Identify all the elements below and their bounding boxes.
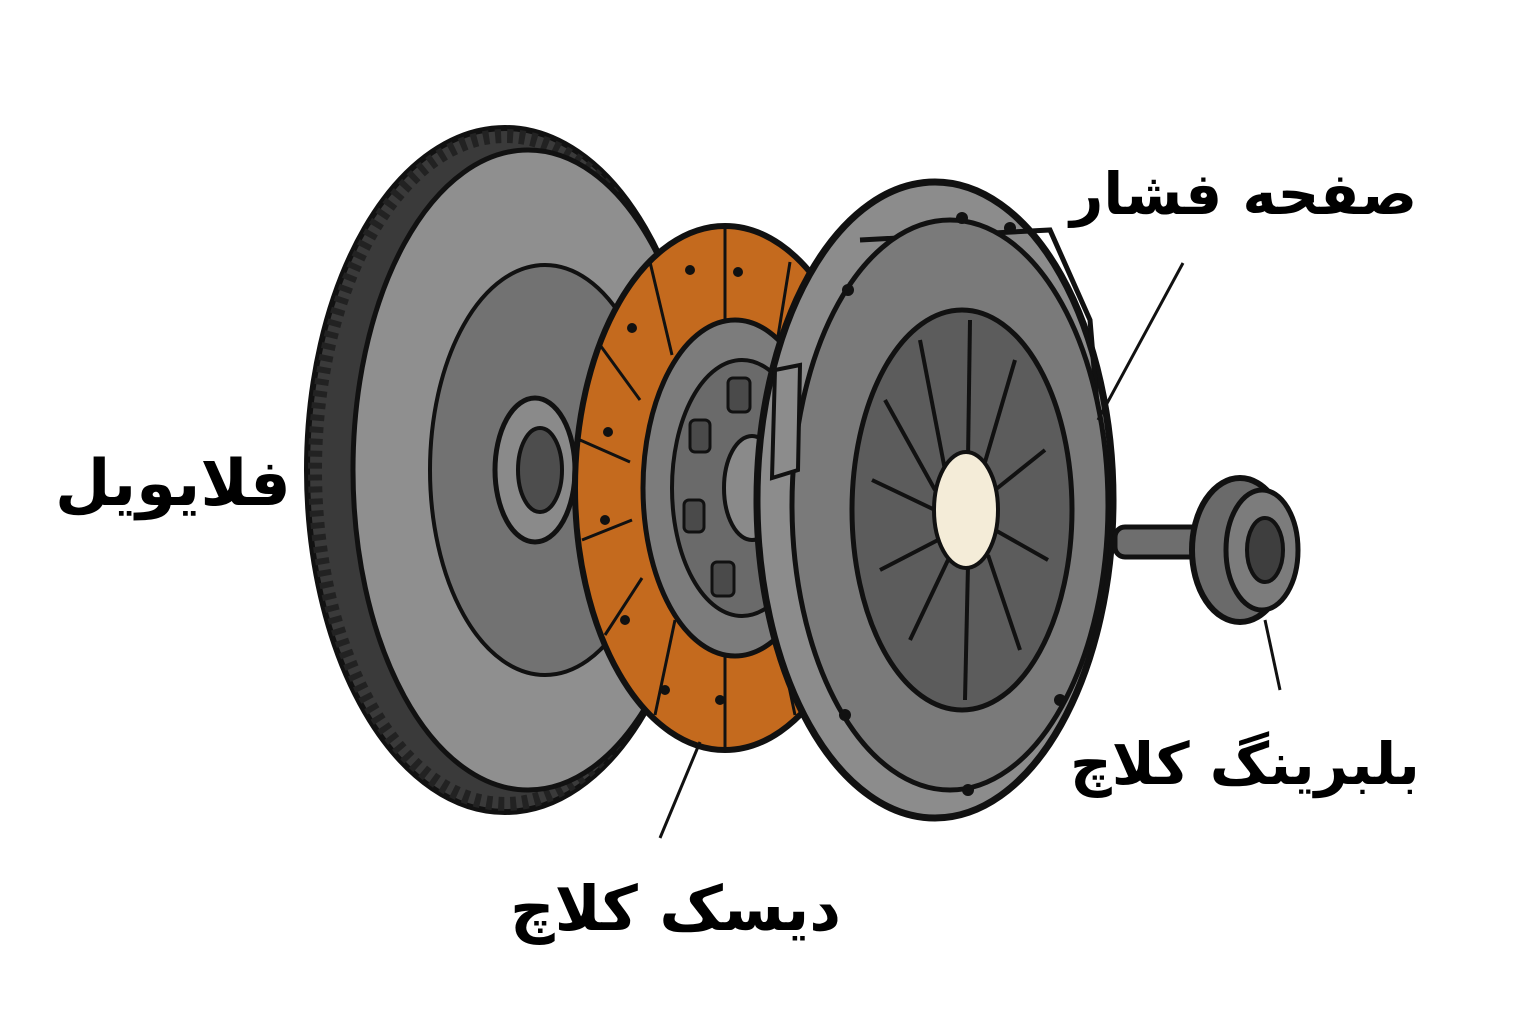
release-bearing-part [1112,475,1301,625]
clutch-disc-label: دیسک کلاچ [510,872,842,945]
pressure-plate-leader [1096,262,1185,421]
clutch-disc-leader [658,741,702,839]
flywheel-label: فلایویل [55,447,291,521]
clutch-bearing-label: بلبرینگ کلاچ [1070,730,1420,798]
pressure-plate-label: صفحه فشار [1070,160,1418,228]
pressure-plate-part [753,178,1117,822]
clutch-bearing-leader [1263,619,1282,691]
